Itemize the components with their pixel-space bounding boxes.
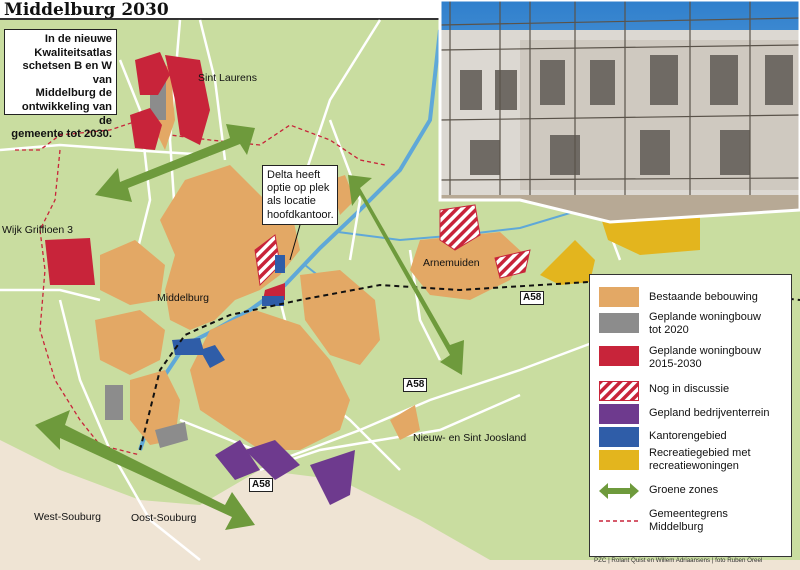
legend-swatch-recreatie (599, 450, 639, 470)
green-zone-arrow-north (95, 124, 255, 202)
legend-swatch-discussie (599, 381, 639, 401)
green-zones (35, 124, 464, 530)
legend-label: Kantorengebied (649, 430, 727, 442)
delta-callout: Delta heeft optie op plek als locatie ho… (262, 165, 338, 225)
existing-buildings (95, 65, 525, 450)
legend-label: Bestaande bebouwing (649, 291, 758, 303)
label-sint-laurens: Sint Laurens (198, 72, 257, 84)
photo-frame (438, 0, 800, 224)
label-middelburg: Middelburg (157, 292, 209, 304)
road-label-a58-mid: A58 (403, 378, 428, 392)
legend-label: Geplande woningbouw tot 2020 (649, 311, 761, 336)
legend-label: Geplande woningbouw 2015-2030 (649, 345, 761, 370)
info-box: In de nieuwe Kwaliteitsatlas schetsen B … (4, 29, 117, 140)
legend-label: Gepland bedrijventerrein (649, 407, 770, 419)
road-label-a58-east: A58 (520, 291, 545, 305)
legend-label: Nog in discussie (649, 383, 730, 395)
dashed-line-icon (599, 520, 639, 522)
green-zone-arrow-east (348, 175, 464, 375)
label-nieuw-sint-joosland: Nieuw- en Sint Joosland (413, 432, 527, 444)
legend-swatch-bestaand (599, 287, 639, 307)
legend-swatch-bedrijven (599, 404, 639, 424)
building-construction-photo (440, 0, 800, 222)
label-arnemuiden: Arnemuiden (423, 257, 480, 269)
legend-label: Gemeentegrens Middelburg (649, 508, 728, 533)
planned-business-park (215, 440, 355, 505)
green-zone-arrow-south (35, 410, 255, 530)
legend-swatch-woning2030 (599, 346, 639, 366)
road-label-a58-south: A58 (249, 478, 274, 492)
legend: Bestaande bebouwing Geplande woningbouw … (589, 274, 792, 557)
label-wijk-griffioen: Wijk Griffioen 3 (2, 224, 73, 236)
legend-swatch-kantoren (599, 427, 639, 447)
railway (139, 278, 800, 451)
double-arrow-icon (599, 483, 639, 499)
label-west-souburg: West-Souburg (34, 511, 101, 523)
legend-label: Groene zones (649, 484, 719, 496)
callout-pointer (289, 224, 301, 261)
title-rule (0, 18, 800, 20)
legend-label: Recreatiegebied met recreatiewoningen (649, 447, 751, 472)
legend-swatch-woning2020 (599, 313, 639, 333)
office-area (172, 255, 285, 368)
credit-line: PZC | Rolant Quist en Willem Adriaansens… (594, 557, 763, 564)
in-discussion-areas (254, 204, 531, 287)
label-oost-souburg: Oost-Souburg (131, 512, 197, 524)
map-title: Middelburg 2030 (4, 0, 169, 20)
